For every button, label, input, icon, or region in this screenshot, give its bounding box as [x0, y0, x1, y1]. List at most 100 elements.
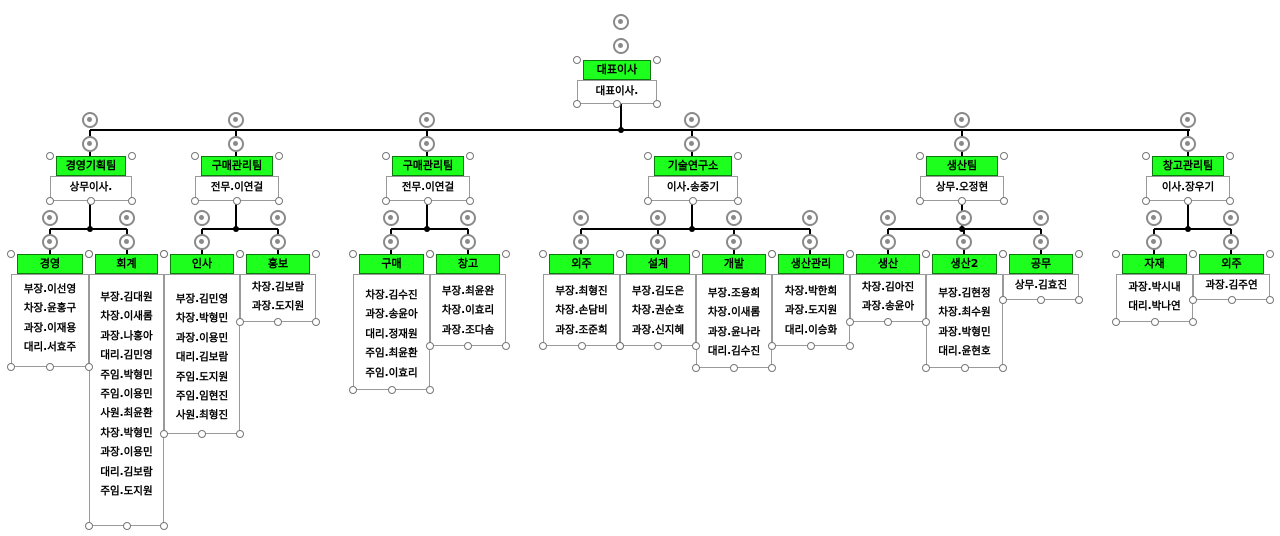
department-node-4[interactable]: 생산팀 상무.오정현: [920, 156, 1004, 201]
node-title: 생산2: [932, 254, 997, 274]
member-entry: 과장.조준희: [555, 323, 608, 336]
node-frame: [772, 274, 850, 346]
member-entry: 사원.최형진: [175, 409, 229, 422]
member-list: 상무.오정현: [920, 178, 1004, 197]
member-entry: 과장.이재용: [23, 321, 77, 334]
team-node[interactable]: 외주 부장.최형진 차장.손담비 과장.조준희: [543, 254, 620, 346]
node-title: 외주: [1199, 254, 1264, 274]
member-entry: 주임.도지원: [100, 485, 153, 498]
member-list: 부장.김민영 차장.박형민 과장.이용민 대리.김보람 주임.도지원 주임.임현…: [164, 290, 240, 426]
member-entry: 차장.이새롬: [100, 310, 153, 323]
member-list: 과장.박시내 대리.박나연: [1116, 278, 1193, 317]
member-entry: 부장.최형진: [555, 285, 608, 297]
node-title: 공무: [1009, 254, 1073, 274]
team-node[interactable]: 외주 과장.김주연: [1193, 254, 1270, 300]
member-entry: 전무.이연걸: [210, 181, 264, 193]
member-list: 차장.김수진 과장.송윤아 대리.정재원 주임.최윤환 주임.이효리: [353, 286, 430, 383]
member-list: 부장.이선영 차장.윤홍구 과장.이재용 대리.서효주: [11, 280, 89, 358]
node-title: 회계: [95, 254, 158, 274]
member-entry: 부장.이선영: [23, 283, 77, 295]
member-entry: 차장.김수진: [365, 289, 418, 301]
member-entry: 과장.윤나라: [707, 325, 761, 338]
department-node-3[interactable]: 기술연구소 이사.송중기: [648, 156, 738, 201]
member-entry: 부장.조용희: [707, 287, 761, 299]
team-node[interactable]: 창고 부장.최윤완 차장.이효리 과장.조다솜: [430, 254, 506, 346]
node-title: 창고관리팀: [1152, 156, 1224, 176]
node-title: 생산관리: [778, 254, 844, 274]
junction-dot: [233, 226, 239, 232]
member-entry: 부장.김도은: [631, 285, 685, 297]
member-list: 상무.김효진: [1003, 276, 1079, 295]
team-node[interactable]: 구매 차장.김수진 과장.송윤아 대리.정재원 주임.최윤환 주임.이효리: [353, 254, 430, 390]
member-entry: 차장.권순호: [631, 304, 685, 317]
member-list: 부장.최형진 차장.손담비 과장.조준희: [543, 282, 620, 340]
member-entry: 대리.김보람: [175, 351, 229, 364]
member-entry: 차장.손담비: [555, 304, 608, 317]
team-node[interactable]: 설계 부장.김도은 차장.권순호 과장.신지혜: [620, 254, 696, 346]
member-entry: 과장.송윤아: [861, 300, 915, 313]
member-list: 차장.김아진 과장.송윤아: [850, 278, 926, 317]
member-entry: 과장.이용민: [100, 446, 153, 459]
member-entry: 차장.이새롬: [707, 306, 761, 319]
member-entry: 대리.김보람: [100, 465, 153, 478]
node-title: 인사: [170, 254, 234, 274]
member-entry: 대리.김민영: [100, 349, 153, 362]
member-entry: 주임.이효리: [365, 366, 418, 379]
node-frame: [89, 274, 164, 526]
node-frame: [50, 176, 132, 201]
member-entry: 상무.김효진: [1014, 279, 1068, 291]
team-node[interactable]: 자재 과장.박시내 대리.박나연: [1116, 254, 1193, 322]
node-title: 홍보: [246, 254, 310, 274]
department-node-5[interactable]: 창고관리팀 이사.장우기: [1146, 156, 1230, 201]
team-node[interactable]: 인사 부장.김민영 차장.박형민 과장.이용민 대리.김보람 주임.도지원 주임…: [164, 254, 240, 434]
node-title: 생산팀: [926, 156, 998, 176]
member-entry: 과장.박시내: [1128, 281, 1181, 293]
team-node[interactable]: 생산 차장.김아진 과장.송윤아: [850, 254, 926, 322]
member-entry: 대리.정재원: [365, 327, 418, 340]
member-entry: 차장.박한희: [784, 285, 838, 297]
node-frame: [926, 274, 1003, 368]
node-frame: [850, 274, 926, 322]
team-node[interactable]: 회계 부장.김대원 차장.이새롬 과장.나홍아 대리.김민영 주임.박형민 주임…: [89, 254, 164, 526]
node-frame: [620, 274, 696, 346]
member-entry: 상무.오정현: [935, 181, 989, 193]
member-entry: 과장.김주연: [1205, 279, 1258, 291]
member-entry: 과장.이용민: [175, 331, 229, 344]
junction-dot: [689, 226, 695, 232]
node-frame: [430, 274, 506, 346]
node-frame: [1193, 274, 1270, 300]
team-node[interactable]: 공무 상무.김효진: [1003, 254, 1079, 300]
member-entry: 대리.서효주: [23, 341, 77, 354]
department-node-1[interactable]: 구매관리팀 전무.이연걸: [195, 156, 279, 201]
node-title: 경영: [17, 254, 83, 274]
department-node-0[interactable]: 경영기획팀 상무이사.: [50, 156, 132, 201]
node-title: 외주: [549, 254, 614, 274]
team-node[interactable]: 경영 부장.이선영 차장.윤홍구 과장.이재용 대리.서효주: [11, 254, 89, 367]
member-entry: 이사.장우기: [1161, 181, 1215, 193]
member-entry: 전무.이연걸: [401, 181, 455, 193]
member-list: 부장.최윤완 차장.이효리 과장.조다솜: [430, 282, 506, 340]
member-entry: 차장.김아진: [861, 281, 915, 293]
member-entry: 대리.김수진: [707, 345, 761, 358]
junction-dot: [87, 226, 93, 232]
member-entry: 부장.김대원: [100, 291, 153, 303]
junction-dot: [618, 127, 624, 133]
team-node[interactable]: 생산2 부장.김현정 차장.최수원 과장.박형민 대리.윤현호: [926, 254, 1003, 368]
team-node[interactable]: 홍보 차장.김보람 과장.도지원: [240, 254, 316, 322]
team-node[interactable]: 개발 부장.조용희 차장.이새롬 과장.윤나라 대리.김수진: [696, 254, 772, 368]
member-entry: 차장.김보람: [251, 281, 305, 293]
member-entry: 대리.이승화: [784, 323, 838, 336]
root-node[interactable]: 대표이사 대표이사.: [577, 60, 657, 104]
member-list: 이사.송중기: [648, 178, 738, 197]
member-entry: 주임.도지원: [175, 370, 229, 383]
member-entry: 과장.조다솜: [441, 323, 495, 336]
department-node-2[interactable]: 구매관리팀 전무.이연걸: [386, 156, 470, 201]
member-list: 차장.김보람 과장.도지원: [240, 278, 316, 317]
node-frame: [543, 274, 620, 346]
junction-dot: [424, 226, 430, 232]
member-entry: 이사.송중기: [666, 181, 720, 193]
member-entry: 차장.이효리: [441, 304, 495, 317]
team-node[interactable]: 생산관리 차장.박한희 과장.도지원 대리.이승화: [772, 254, 850, 346]
member-entry: 차장.최수원: [938, 306, 991, 319]
member-list: 부장.조용희 차장.이새롬 과장.윤나라 대리.김수진: [696, 284, 772, 362]
